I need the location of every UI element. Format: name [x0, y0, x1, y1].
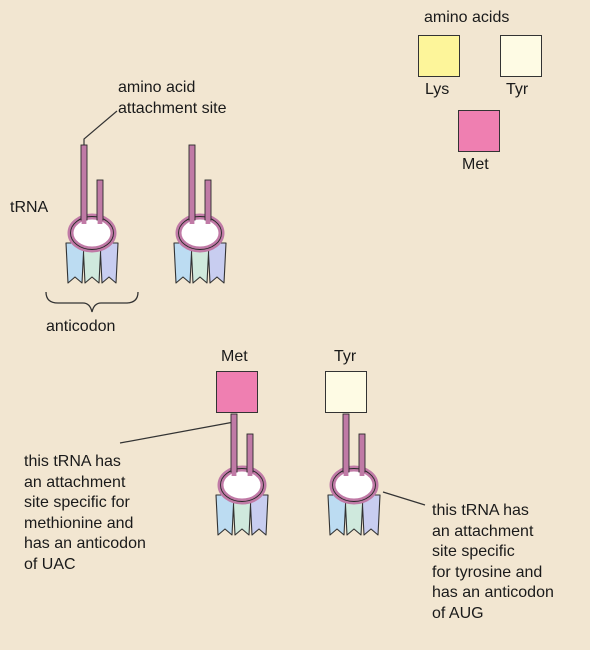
tyr-attached-amino-acid-box [325, 371, 367, 413]
anticodon-brace [46, 292, 138, 312]
tyr-trna-amino-acid-label: Tyr [334, 347, 356, 367]
trna-tyr [328, 414, 380, 535]
met-trna-description: this tRNA has an attachment site specifi… [24, 452, 146, 575]
met-trna-amino-acid-label: Met [221, 347, 248, 367]
met-amino-acid-box [458, 110, 500, 152]
trna-met [216, 414, 268, 535]
met-label: Met [462, 155, 489, 175]
lys-label: Lys [425, 80, 449, 100]
lys-amino-acid-box [418, 35, 460, 77]
tyr-label: Tyr [506, 80, 528, 100]
tyr-trna-description: this tRNA has an attachment site specifi… [432, 501, 554, 624]
trna-left [66, 145, 118, 283]
trna-label: tRNA [10, 198, 48, 218]
attachment-site-label: amino acid attachment site [118, 78, 227, 119]
met-description-leader-line [120, 422, 234, 443]
met-attached-amino-acid-box [216, 371, 258, 413]
tyr-amino-acid-box [500, 35, 542, 77]
trna-right [174, 145, 226, 283]
anticodon-label: anticodon [46, 317, 115, 337]
tyr-description-leader-line [383, 492, 425, 505]
amino-acids-legend-title: amino acids [424, 8, 509, 28]
attachment-site-leader-line [84, 111, 117, 145]
